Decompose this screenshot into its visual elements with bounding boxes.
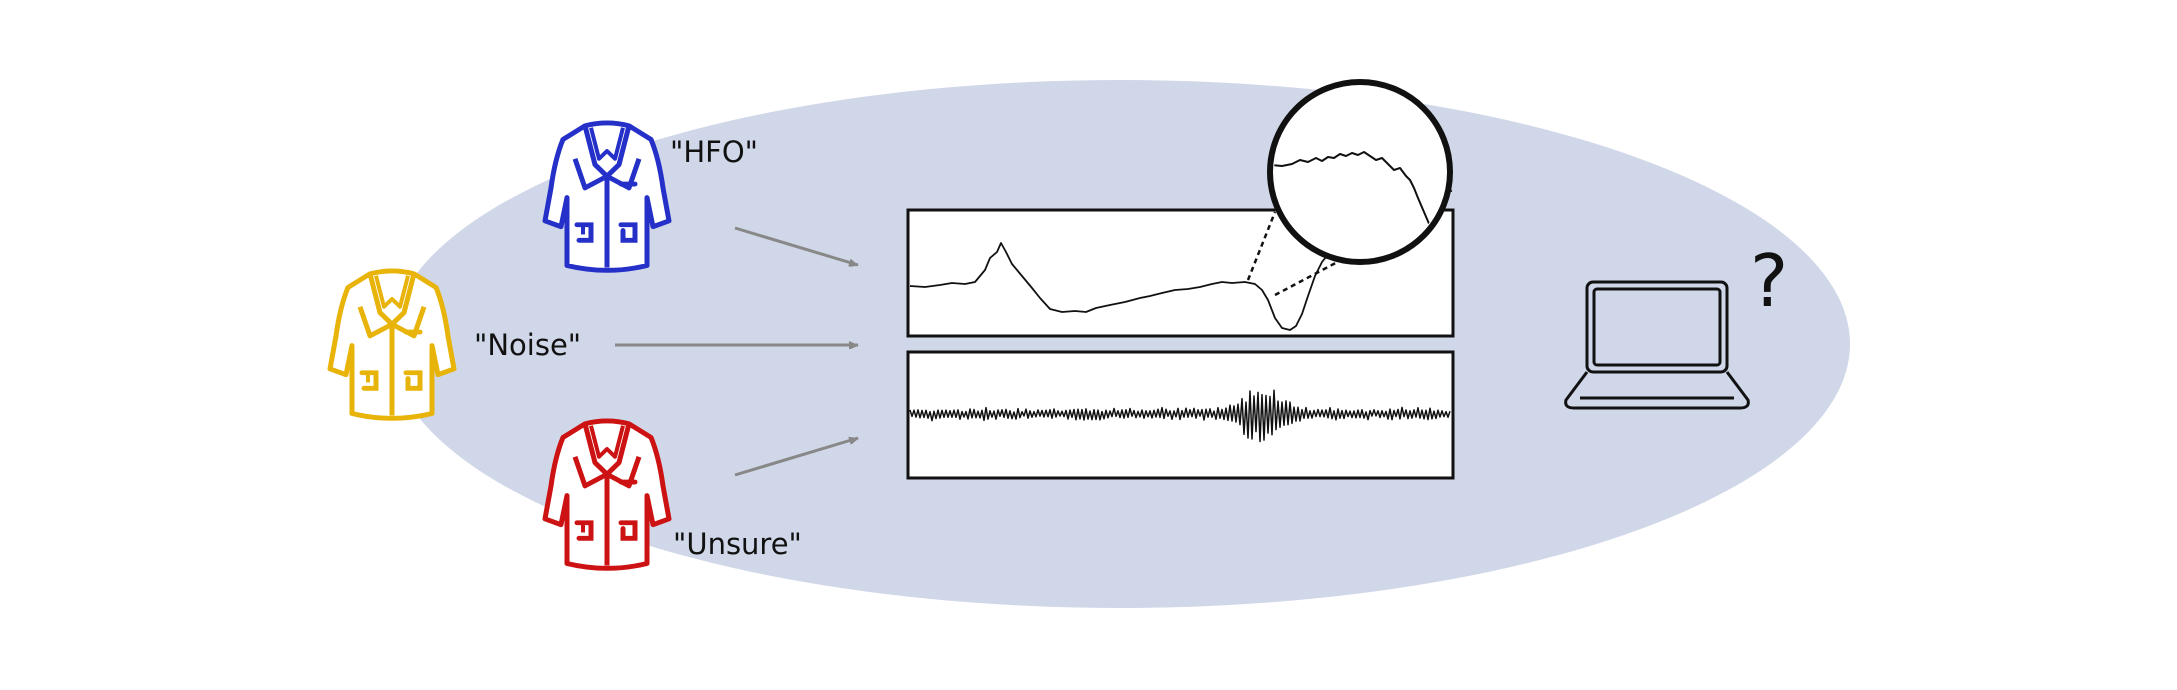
zoom-connector-right bbox=[1274, 256, 1346, 297]
filtered-signal-trace bbox=[909, 389, 1451, 443]
annotator-unsure-lab-coat-icon bbox=[545, 421, 669, 568]
annotator-noise-label: "Noise" bbox=[474, 328, 581, 362]
annotator-hfo-label: "HFO" bbox=[670, 135, 758, 169]
zoom-connector-left bbox=[1246, 211, 1277, 281]
annotator-unsure-label: "Unsure" bbox=[673, 527, 802, 561]
question-mark: ? bbox=[1750, 239, 1788, 323]
laptop-icon bbox=[1564, 280, 1750, 410]
zoom-inset-trace bbox=[1274, 151, 1443, 257]
background-ellipse bbox=[390, 80, 1850, 608]
arrow-hfo-to-signal bbox=[734, 226, 858, 265]
arrow-unsure-to-signal bbox=[734, 436, 858, 477]
zoom-inset-circle bbox=[1267, 79, 1453, 265]
